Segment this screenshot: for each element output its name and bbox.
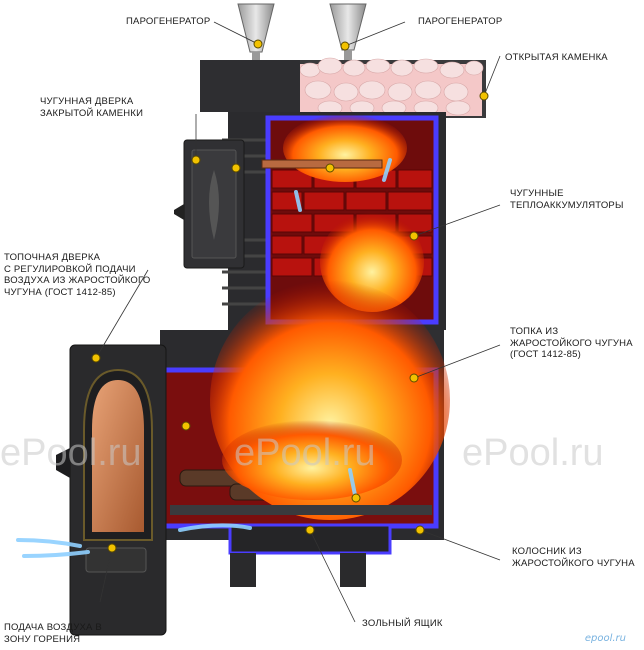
watermark-center: ePool.ru xyxy=(234,432,376,474)
callout-dots xyxy=(91,39,489,553)
brand-logo: epool.ru xyxy=(584,633,626,644)
label-steam-generator-right: ПАРОГЕНЕРАТОР xyxy=(418,16,503,27)
steam-generator-left xyxy=(237,3,275,64)
lower-body xyxy=(160,280,450,587)
label-steam-generator-left: ПАРОГЕНЕРАТОР xyxy=(126,16,211,27)
watermark-left: ePool.ru xyxy=(0,432,142,474)
callout-lines xyxy=(95,21,501,623)
firebox-door xyxy=(56,344,167,636)
closed-heater-cap xyxy=(200,60,300,112)
closed-heater-door xyxy=(174,139,245,269)
open-stone-heater xyxy=(296,57,486,118)
upper-body xyxy=(222,112,446,330)
watermark-right: ePool.ru xyxy=(462,432,604,474)
label-ash-box: ЗОЛЬНЫЙ ЯЩИК xyxy=(362,618,443,629)
label-open-stone-heater: ОТКРЫТАЯ КАМЕНКА xyxy=(505,52,608,63)
